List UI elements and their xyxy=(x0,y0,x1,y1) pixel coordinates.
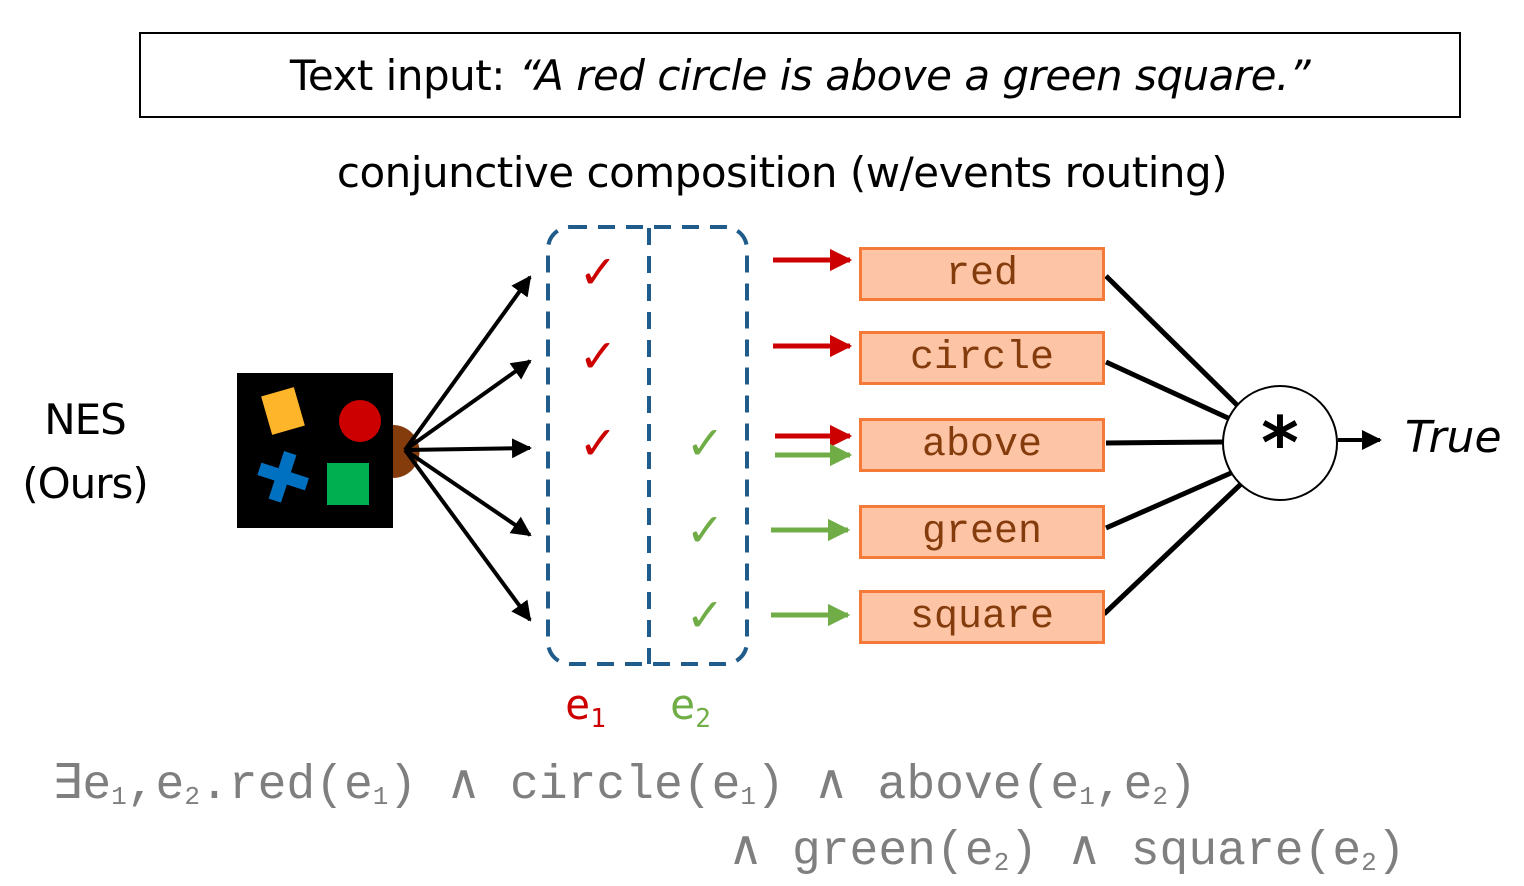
formula-text: ∃e xyxy=(52,759,112,813)
product-symbol: * xyxy=(1261,401,1299,485)
formula-subscript: 1 xyxy=(111,782,127,812)
method-name: NES xyxy=(44,395,127,444)
event-e1-sub: 1 xyxy=(590,704,606,734)
formula-subscript: 1 xyxy=(1079,782,1095,812)
agg-line-circle xyxy=(1104,359,1230,421)
product-node xyxy=(1222,385,1338,501)
red-circle-object xyxy=(339,400,381,442)
formula-subscript: 2 xyxy=(184,782,200,812)
aggregation-lines xyxy=(1102,274,1243,616)
event-e2-text: e xyxy=(670,680,696,729)
scene-background xyxy=(237,373,393,528)
blue-cross-object xyxy=(257,451,309,503)
check-icon-red-e1: ✓ xyxy=(579,245,618,299)
agg-line-green xyxy=(1104,470,1233,531)
event-e1-text: e xyxy=(565,680,591,729)
formula-text: ,e xyxy=(1094,759,1153,813)
formula-subscript: 1 xyxy=(740,782,756,812)
function-box-red: red xyxy=(859,247,1105,301)
agg-line-red xyxy=(1104,274,1240,408)
formula-text: ,e xyxy=(126,759,185,813)
formula-line-1: ∃e1,e2.red(e1) ∧ circle(e1) ∧ above(e1,e… xyxy=(52,754,1197,813)
fan-arrow-0 xyxy=(403,275,532,452)
check-icon-green-e2: ✓ xyxy=(686,503,725,557)
formula-text: ) xyxy=(1376,825,1406,879)
routing-arrows xyxy=(771,248,853,627)
yellow-square-object xyxy=(261,387,305,435)
formula-text: ) ∧ square(e xyxy=(1009,825,1362,879)
agg-line-above xyxy=(1105,439,1224,446)
formula-text: ) xyxy=(1168,759,1197,813)
event-label-e1: e1 xyxy=(565,680,606,734)
check-icon-above-e2: ✓ xyxy=(686,416,725,470)
agg-line-square xyxy=(1102,482,1243,616)
function-box-square: square xyxy=(859,590,1105,644)
function-box-above: above xyxy=(859,418,1105,472)
event-box xyxy=(546,225,749,666)
method-label: NES (Ours) xyxy=(0,388,170,516)
text-input-label: Text input: xyxy=(289,50,505,100)
formula-text: .red(e xyxy=(199,759,373,813)
check-icon-square-e2: ✓ xyxy=(686,588,725,642)
formula-text: ) ∧ above(e xyxy=(756,759,1080,813)
formula-subscript: 1 xyxy=(372,782,389,812)
text-input-box: Text input: “A red circle is above a gre… xyxy=(139,32,1461,118)
output-label: True xyxy=(1405,412,1502,463)
event-label-e2: e2 xyxy=(670,680,711,734)
scene-image xyxy=(237,373,393,528)
fan-arrow-4 xyxy=(403,448,532,622)
formula-line-2: ∧ green(e2) ∧ square(e2) xyxy=(728,820,1406,879)
formula-text: ∧ green(e xyxy=(728,825,994,879)
formula-subscript: 2 xyxy=(1361,848,1377,878)
check-icon-above-e1: ✓ xyxy=(579,416,618,470)
formula-subscript: 2 xyxy=(1152,782,1169,812)
fan-arrow-1 xyxy=(403,359,532,452)
check-icon-circle-e1: ✓ xyxy=(579,329,618,383)
method-ours: (Ours) xyxy=(22,459,149,508)
check-marks: ✓ ✓ ✓ ✓ ✓ ✓ xyxy=(579,245,725,642)
fan-out-arrows xyxy=(403,275,532,622)
formula-subscript: 2 xyxy=(993,848,1010,878)
formula-text: ) ∧ circle(e xyxy=(388,759,741,813)
text-input-quote: “A red circle is above a green square.” xyxy=(518,50,1311,100)
function-box-circle: circle xyxy=(859,331,1105,385)
fan-arrow-3 xyxy=(403,448,532,537)
diagram-subtitle: conjunctive composition (w/events routin… xyxy=(336,148,1228,197)
green-square-object xyxy=(327,463,369,505)
event-e2-sub: 2 xyxy=(695,704,711,734)
function-box-green: green xyxy=(859,505,1105,559)
fan-arrow-2 xyxy=(404,438,532,459)
